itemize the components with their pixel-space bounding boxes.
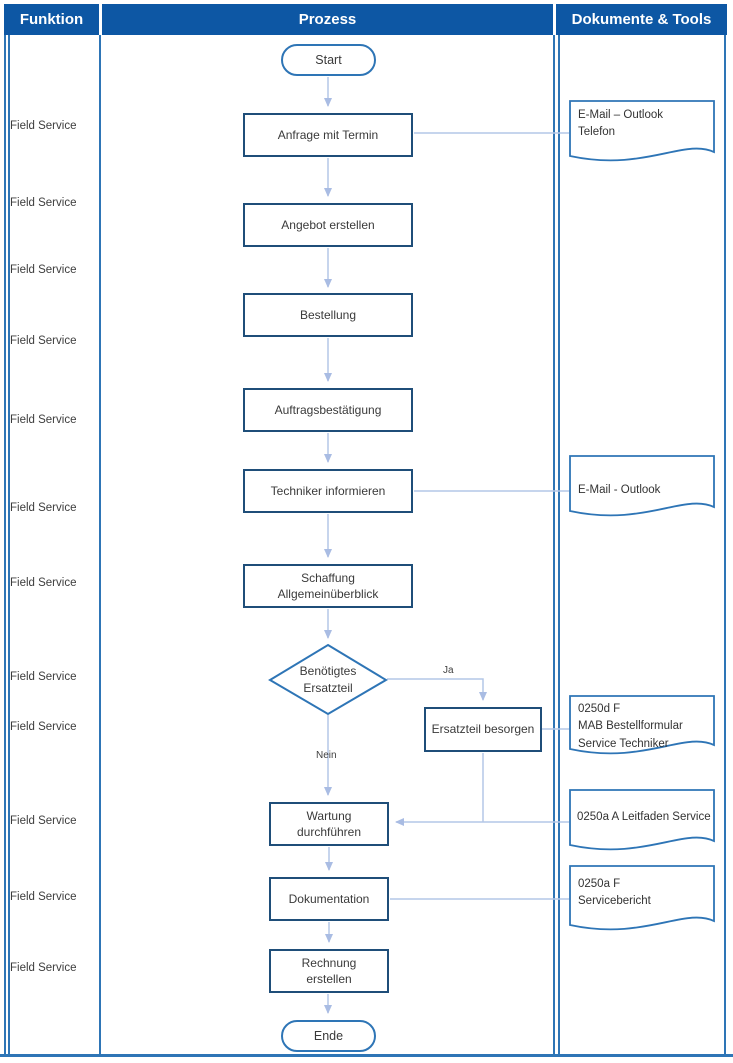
process-box-techniker: Techniker informieren (243, 469, 413, 513)
function-label: Field Service (10, 577, 77, 589)
function-label: Field Service (10, 671, 77, 683)
header-funktion: Funktion (4, 4, 99, 35)
function-label: Field Service (10, 815, 77, 827)
function-label: Field Service (10, 264, 77, 276)
lane-border-funktion-prozess (99, 35, 101, 1055)
edge-decision-ja-ersatzteil (387, 678, 487, 701)
lane-border-prozess-dokumente-2 (558, 35, 560, 1055)
header-dokumente-tools: Dokumente & Tools (556, 4, 727, 35)
process-box-wartung: Wartung durchführen (269, 802, 389, 846)
lane-border-outer-left-2 (8, 35, 10, 1055)
document-text-4: 0250a A Leitfaden Service (577, 811, 711, 823)
document-text-1: E-Mail – Outlook Telefon (578, 109, 664, 139)
document-shape-5 (569, 865, 715, 931)
function-label: Field Service (10, 502, 77, 514)
document-text-5: 0250a F Servicebericht (578, 878, 651, 908)
terminator-start: Start (281, 44, 376, 76)
process-box-auftragsbestaetigung: Auftragsbestätigung (243, 388, 413, 432)
document-text-3: 0250d F MAB Bestellformular Service Tech… (578, 703, 683, 750)
function-label: Field Service (10, 891, 77, 903)
edge-label-ja: Ja (443, 665, 454, 676)
document-shape-3 (569, 695, 715, 755)
document-shape-2 (569, 455, 715, 517)
process-box-schaffung: Schaffung Allgemeinüberblick (243, 564, 413, 608)
frame-bottom-border (0, 1054, 733, 1057)
function-label: Field Service (10, 120, 77, 132)
function-label: Field Service (10, 197, 77, 209)
document-shape-1 (569, 100, 715, 162)
process-box-anfrage: Anfrage mit Termin (243, 113, 413, 157)
document-shape-4 (569, 789, 715, 851)
header-prozess: Prozess (102, 4, 553, 35)
edge-label-nein: Nein (316, 750, 337, 761)
decision-label: Benötigtes Ersatzteil (299, 664, 357, 695)
process-box-ersatzteil: Ersatzteil besorgen (424, 707, 542, 752)
terminator-ende: Ende (281, 1020, 376, 1052)
process-box-angebot: Angebot erstellen (243, 203, 413, 247)
function-label: Field Service (10, 962, 77, 974)
function-label: Field Service (10, 721, 77, 733)
function-label: Field Service (10, 414, 77, 426)
lane-border-outer-left-1 (4, 35, 6, 1055)
process-box-rechnung: Rechnung erstellen (269, 949, 389, 993)
lane-border-prozess-dokumente-1 (553, 35, 555, 1055)
decision-diamond-shape (268, 643, 388, 716)
process-box-dokumentation: Dokumentation (269, 877, 389, 921)
function-label: Field Service (10, 335, 77, 347)
process-box-bestellung: Bestellung (243, 293, 413, 337)
lane-border-outer-right (724, 35, 726, 1055)
document-text-2: E-Mail - Outlook (578, 484, 661, 496)
